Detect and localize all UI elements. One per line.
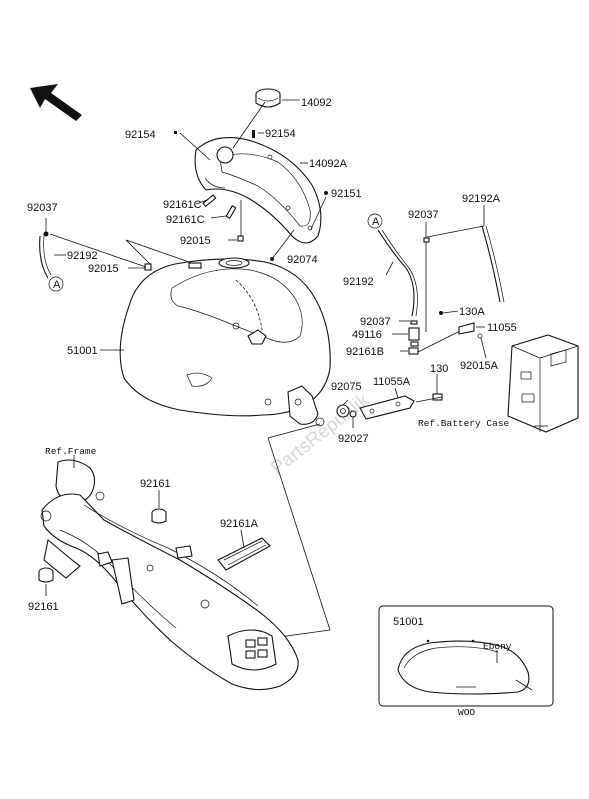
- label-92192-left: 92192: [67, 250, 98, 262]
- inset-code: WOO: [458, 707, 475, 718]
- inset-part-number: 51001: [393, 616, 424, 628]
- fuel-tank-part: [119, 257, 331, 427]
- breather-hose-right-part: [377, 229, 418, 317]
- label-51001: 51001: [67, 345, 98, 357]
- vent-valve-part: [408, 327, 420, 347]
- fuel-cap-part: [255, 88, 281, 108]
- label-49116: 49116: [352, 329, 382, 341]
- inset-color-label: Ebony: [483, 641, 512, 652]
- ref-battery-case-label: Ref.Battery Case: [418, 418, 510, 429]
- label-92075: 92075: [331, 381, 362, 393]
- breather-hose-left-part: [39, 231, 52, 279]
- label-92015-center: 92015: [180, 235, 211, 247]
- label-92161C-lower: 92161C: [166, 214, 205, 226]
- label-92037-left: 92037: [27, 202, 58, 214]
- label-92151: 92151: [331, 188, 362, 200]
- callout-a-left: A: [53, 279, 61, 291]
- bracket-part: [359, 395, 415, 420]
- label-11055A: 11055A: [373, 376, 411, 388]
- label-92074: 92074: [287, 254, 318, 266]
- label-92154-left: 92154: [125, 129, 156, 141]
- label-92027: 92027: [338, 433, 369, 445]
- label-130A: 130A: [459, 306, 485, 318]
- label-11055: 11055: [487, 322, 517, 334]
- vent-hose-part: [481, 225, 505, 303]
- label-92037-lower-right: 92037: [360, 316, 391, 328]
- battery-case-part: [507, 334, 579, 433]
- ref-frame-label: Ref.Frame: [45, 446, 97, 457]
- label-92015A: 92015A: [460, 360, 499, 372]
- label-14092A: 14092A: [309, 158, 348, 170]
- label-92192A: 92192A: [462, 193, 501, 205]
- callout-a-right: A: [372, 216, 380, 228]
- label-14092: 14092: [301, 97, 332, 109]
- pad-92161A-part: [217, 537, 271, 571]
- label-92154-right: 92154: [265, 128, 296, 140]
- tank-cover-part: [194, 137, 322, 244]
- label-130: 130: [430, 363, 448, 375]
- label-92161C-upper: 92161C: [163, 199, 202, 211]
- label-92161-upper: 92161: [140, 478, 171, 490]
- damper-92161-upper-part: [151, 508, 167, 524]
- front-direction-arrow-icon: [30, 84, 82, 121]
- color-variant-inset: [378, 605, 554, 707]
- grommet-part: [336, 404, 350, 418]
- frame-part: [40, 459, 299, 691]
- label-92161B: 92161B: [346, 346, 384, 358]
- bolt-130-part: [415, 393, 443, 403]
- label-92161-lower: 92161: [28, 601, 59, 613]
- label-92161A: 92161A: [220, 518, 259, 530]
- label-92037-upper-right: 92037: [408, 209, 439, 221]
- damper-92161-lower-part: [38, 567, 54, 583]
- label-92192-right: 92192: [343, 276, 374, 288]
- label-92015-left: 92015: [88, 263, 119, 275]
